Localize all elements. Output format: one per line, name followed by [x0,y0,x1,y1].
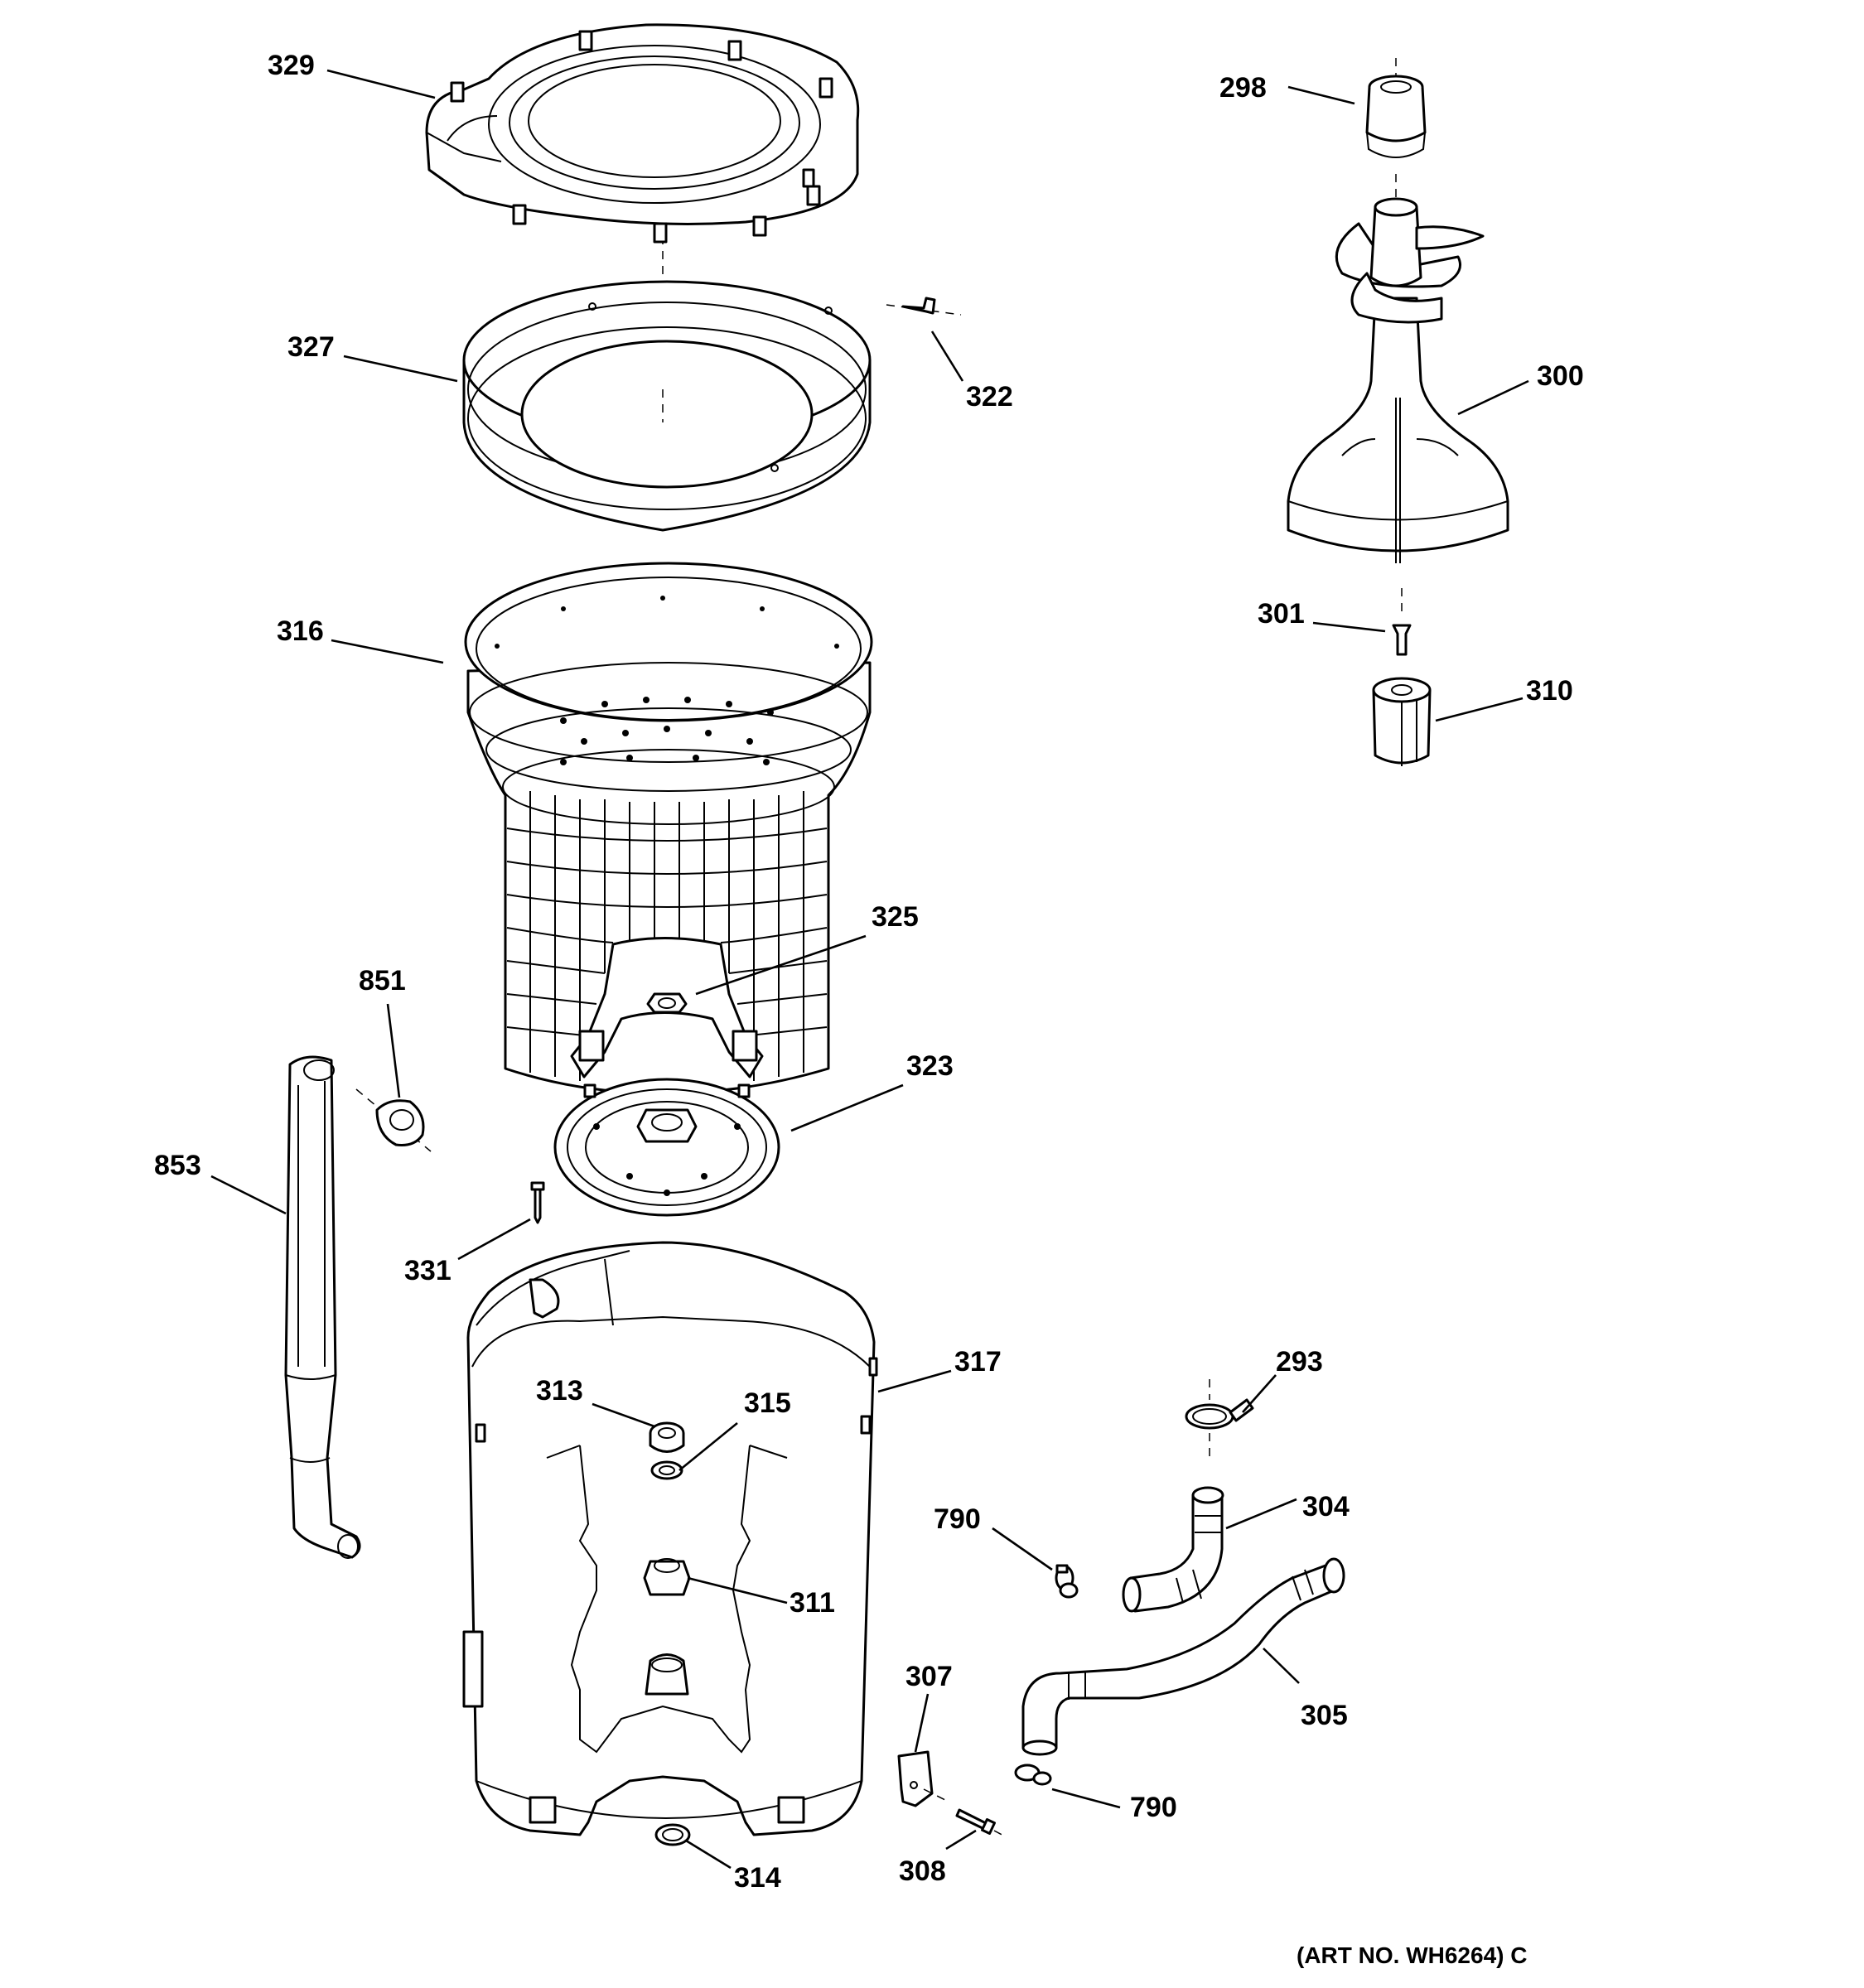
drain-hose-305-drawing [1021,1557,1345,1756]
label-323: 323 [906,1050,954,1082]
wash-basket-drawing [464,562,873,1095]
art-number: (ART NO. WH6264) C [1297,1942,1527,1968]
label-300: 300 [1537,360,1584,392]
screw-308-drawing [955,1808,1007,1838]
label-316: 316 [277,615,324,647]
label-293: 293 [1276,1346,1323,1378]
label-329: 329 [268,50,315,81]
label-305: 305 [1301,1700,1348,1731]
label-322: 322 [966,381,1013,413]
label-790-upper: 790 [934,1503,981,1535]
hose-elbow-304-drawing [1122,1486,1224,1613]
label-313: 313 [536,1375,583,1407]
outer-tub-drawing [462,1241,878,1836]
screw-331-drawing [530,1181,545,1224]
label-308: 308 [899,1855,946,1887]
label-298: 298 [1219,72,1267,104]
label-314: 314 [734,1862,781,1894]
label-304: 304 [1302,1491,1350,1522]
label-327: 327 [287,331,335,363]
coupling-310-drawing [1372,677,1432,766]
label-315: 315 [744,1387,791,1419]
label-307: 307 [905,1661,953,1692]
clamp-293-drawing [1185,1379,1254,1458]
balance-ring-drawing [462,280,872,532]
label-311: 311 [790,1587,835,1619]
screw-322-drawing [886,297,962,316]
screw-301-drawing [1392,588,1412,656]
label-325: 325 [872,901,919,933]
label-851: 851 [359,965,406,996]
hub-plate-drawing [553,1078,780,1217]
seal-313-drawing [649,1421,685,1453]
ring-314-drawing [654,1823,691,1846]
label-790-lower: 790 [1130,1792,1177,1823]
suspension-rod-drawing [284,1055,361,1559]
label-301: 301 [1258,598,1305,630]
clip-790b-drawing [1014,1764,1052,1786]
label-331: 331 [404,1255,452,1286]
agitator-drawing [1287,174,1509,563]
tub-cover-drawing [425,23,860,244]
agitator-cap-drawing [1365,58,1427,158]
bracket-307-drawing [897,1750,949,1807]
leader-lines [210,69,1529,1870]
label-317: 317 [954,1346,1002,1378]
bushing-851-drawing [355,1088,432,1152]
label-310: 310 [1526,675,1573,707]
label-853: 853 [154,1150,201,1181]
washer-315-drawing [650,1460,683,1480]
clip-790a-drawing [1055,1564,1079,1599]
